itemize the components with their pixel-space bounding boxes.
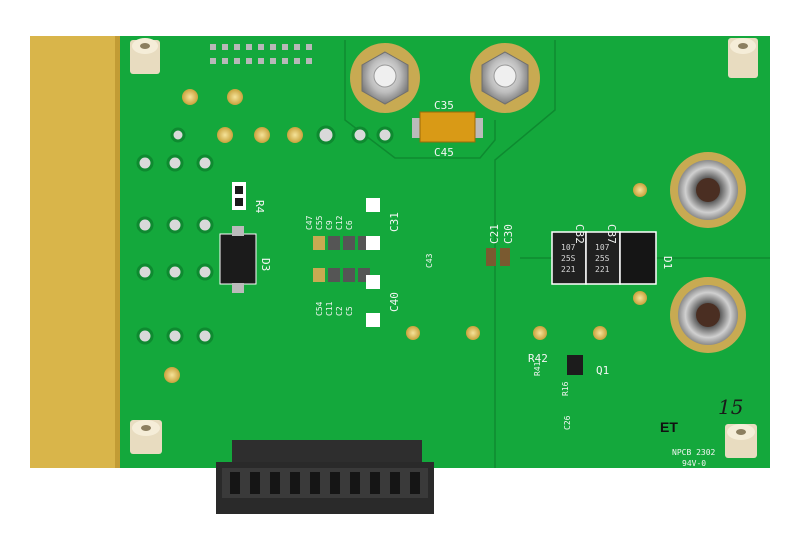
c32-marking-1: 107 bbox=[561, 243, 576, 252]
transistor-q1 bbox=[567, 355, 583, 375]
capacitor-c37 bbox=[585, 231, 621, 285]
capacitor-c35 bbox=[412, 111, 483, 143]
label-c21: C21 bbox=[488, 224, 501, 244]
gold-edge-connector bbox=[30, 36, 120, 468]
label-c6: C6 bbox=[345, 220, 354, 230]
label-c12: C12 bbox=[335, 215, 344, 230]
standoff-bottom-right bbox=[725, 424, 757, 458]
label-d1: D1 bbox=[661, 256, 674, 269]
label-c5: C5 bbox=[345, 306, 354, 316]
handwritten-number: 15 bbox=[718, 395, 743, 419]
c32-marking-2: 25S bbox=[561, 254, 576, 263]
label-c26: C26 bbox=[563, 415, 572, 430]
label-c47: C47 bbox=[305, 215, 314, 230]
c37-marking-1: 107 bbox=[595, 243, 610, 252]
label-q1: Q1 bbox=[596, 364, 609, 377]
diode-d3 bbox=[219, 226, 257, 293]
bnc-jack-top bbox=[670, 152, 746, 228]
capacitor-c21 bbox=[486, 248, 496, 266]
capacitor-array-lower bbox=[313, 268, 370, 282]
label-c37: C37 bbox=[605, 224, 618, 244]
capacitor-array-upper bbox=[313, 236, 370, 250]
standoff-bottom-left bbox=[130, 420, 162, 454]
bnc-jack-bottom bbox=[670, 277, 746, 353]
fab-text: NPCB 2302 bbox=[672, 448, 716, 457]
c37-marking-2: 25S bbox=[595, 254, 610, 263]
label-c30: C30 bbox=[502, 224, 515, 244]
label-c45: C45 bbox=[434, 146, 454, 159]
diode-d1 bbox=[619, 231, 657, 285]
standoff-top-left bbox=[130, 38, 160, 74]
capacitor-c32 bbox=[551, 231, 587, 285]
header-pins-top bbox=[210, 44, 312, 64]
c37-marking-3: 221 bbox=[595, 265, 610, 274]
pad-c40 bbox=[366, 313, 380, 327]
label-d3: D3 bbox=[259, 258, 272, 271]
label-c2: C2 bbox=[335, 306, 344, 316]
pad-c31 bbox=[366, 198, 380, 212]
label-r4: R4 bbox=[253, 200, 266, 214]
edge-connector-housing bbox=[216, 462, 434, 514]
capacitor-c30 bbox=[500, 248, 510, 266]
label-c55: C55 bbox=[315, 215, 324, 230]
marker-initials: ET bbox=[660, 419, 678, 435]
gold-pads bbox=[164, 89, 647, 383]
silver-pads bbox=[136, 125, 394, 345]
header-pins-bottom bbox=[232, 440, 422, 466]
label-c54: C54 bbox=[315, 301, 324, 316]
terminal-nut-right bbox=[470, 43, 540, 113]
label-c40: C40 bbox=[388, 292, 401, 312]
label-c35: C35 bbox=[434, 99, 454, 112]
label-r42: R42 bbox=[528, 352, 548, 365]
label-c9: C9 bbox=[325, 220, 334, 230]
label-c11: C11 bbox=[325, 301, 334, 316]
standoff-top-right bbox=[728, 38, 758, 78]
label-r16: R16 bbox=[561, 381, 570, 396]
terminal-nut-left bbox=[350, 43, 420, 113]
label-c32: C32 bbox=[573, 224, 586, 244]
c32-marking-3: 221 bbox=[561, 265, 576, 274]
label-c31: C31 bbox=[388, 212, 401, 232]
label-c43: C43 bbox=[425, 253, 434, 268]
rating-text: 94V-0 bbox=[682, 459, 706, 468]
label-r41: R41 bbox=[533, 361, 542, 376]
